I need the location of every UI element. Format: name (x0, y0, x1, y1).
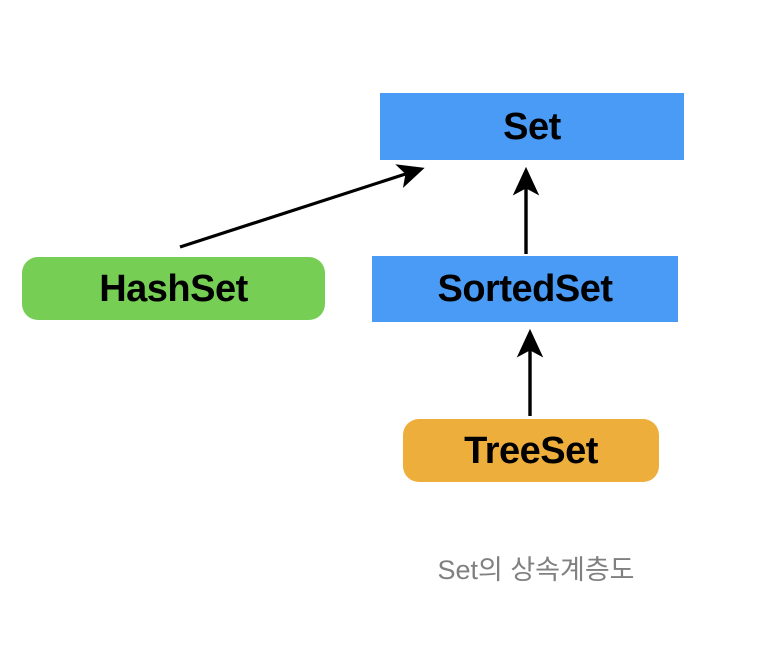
node-treeset[interactable]: TreeSet (403, 419, 659, 482)
node-set-label: Set (503, 105, 561, 148)
node-sortedset-label: SortedSet (437, 268, 613, 310)
diagram-caption: Set의 상속계층도 (437, 555, 635, 585)
node-set[interactable]: Set (380, 93, 684, 160)
node-hashset-label: HashSet (99, 267, 248, 310)
edge-hashset-to-set (179, 164, 425, 249)
node-sortedset[interactable]: SortedSet (372, 256, 678, 322)
node-hashset[interactable]: HashSet (22, 257, 325, 320)
node-treeset-label: TreeSet (464, 429, 598, 472)
